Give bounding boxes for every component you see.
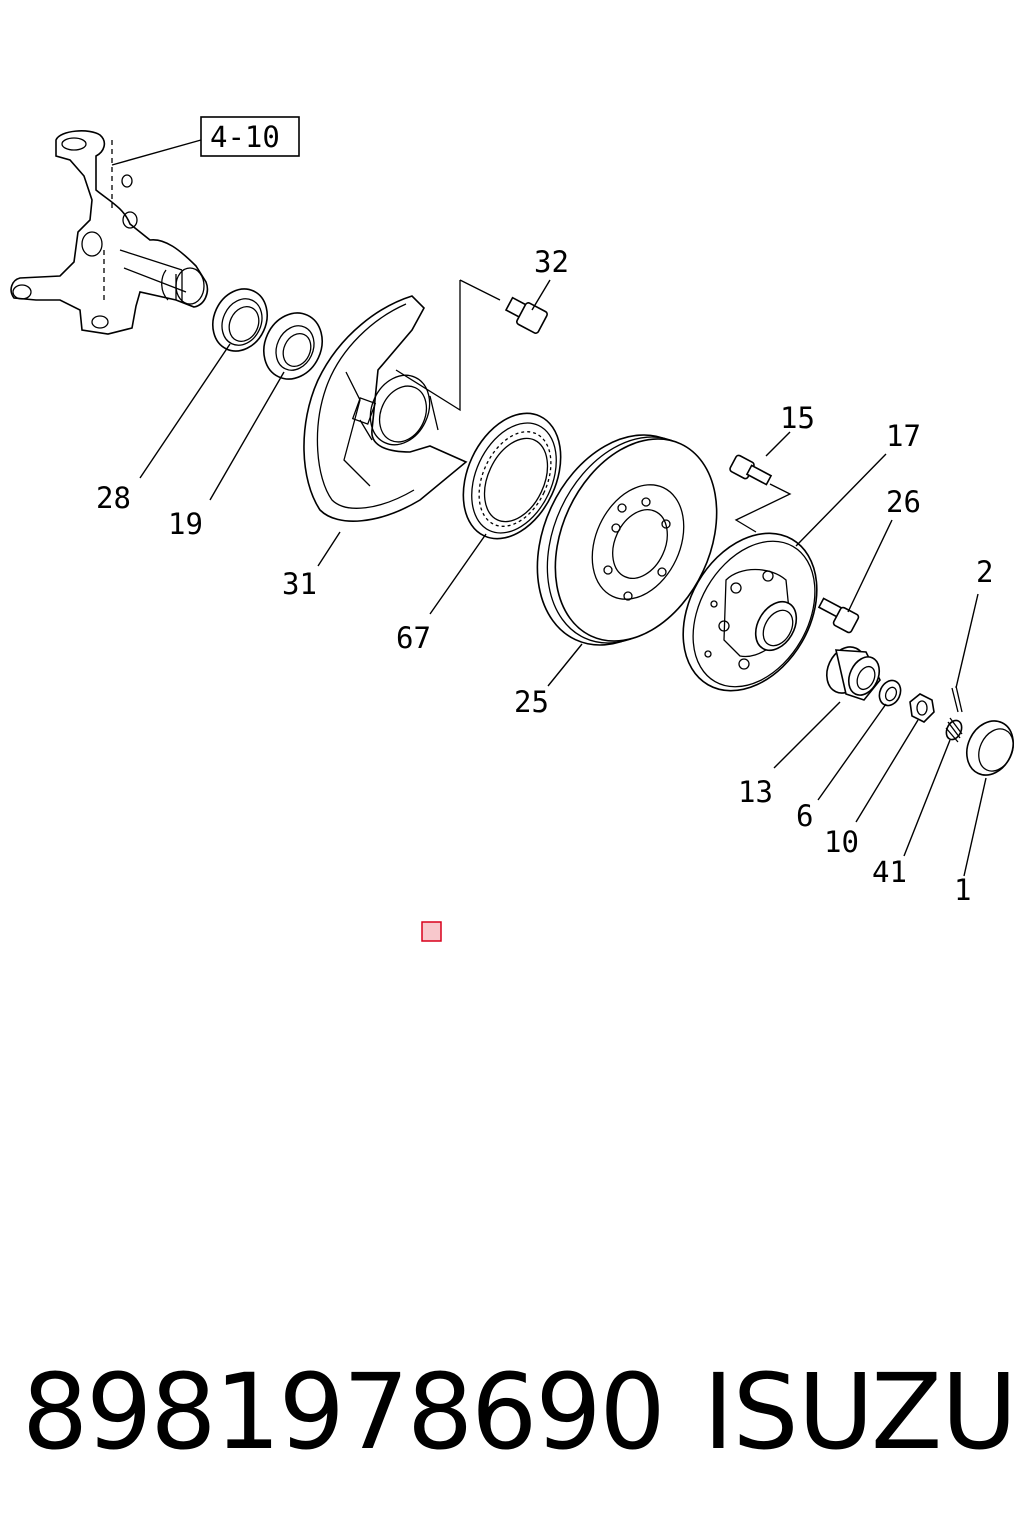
callout-28: 28 xyxy=(96,481,131,515)
part-17-wheel-hub xyxy=(682,532,818,692)
part-19-inner-bearing xyxy=(263,312,323,380)
part-13-outer-bearing xyxy=(825,646,881,701)
callout-31: 31 xyxy=(282,567,317,601)
callout-19: 19 xyxy=(168,507,203,541)
callout-labels: 32 28 19 31 67 25 15 17 26 2 13 6 10 41 … xyxy=(96,245,993,907)
callout-13: 13 xyxy=(738,775,773,809)
callout-25: 25 xyxy=(514,685,549,719)
part-6-washer xyxy=(878,679,902,707)
callout-6: 6 xyxy=(796,799,813,833)
part-41-lock-ring xyxy=(945,717,963,743)
exploded-parts-diagram: 4-10 xyxy=(10,116,1014,942)
callout-41: 41 xyxy=(872,855,907,889)
part-25-brake-disc xyxy=(536,434,718,646)
reference-label: 4-10 xyxy=(210,120,280,154)
callout-2: 2 xyxy=(976,555,993,589)
reference-box: 4-10 xyxy=(111,116,300,166)
leader-lines xyxy=(139,279,987,877)
part-32-bolt xyxy=(395,279,548,412)
callout-10: 10 xyxy=(824,825,859,859)
callout-17: 17 xyxy=(886,419,921,453)
callout-15: 15 xyxy=(780,401,815,435)
callout-32: 32 xyxy=(534,245,569,279)
part-31-dust-shield xyxy=(303,295,468,522)
part-number: 8981978690 xyxy=(22,1351,666,1473)
callout-1: 1 xyxy=(954,873,971,907)
callout-67: 67 xyxy=(396,621,431,655)
part-28-oil-seal xyxy=(212,288,268,352)
callout-26: 26 xyxy=(886,485,921,519)
part-2-cotter-pin xyxy=(951,685,963,713)
part-1-hub-cap xyxy=(966,720,1014,776)
part-15-wheel-stud xyxy=(729,454,792,533)
footer: 8981978690 ISUZU xyxy=(0,1352,1024,1472)
steering-knuckle xyxy=(10,130,209,335)
brand-name: ISUZU xyxy=(703,1351,1017,1473)
part-26-bolt xyxy=(817,597,860,634)
part-10-nut xyxy=(909,693,935,723)
marker-square xyxy=(421,921,442,942)
